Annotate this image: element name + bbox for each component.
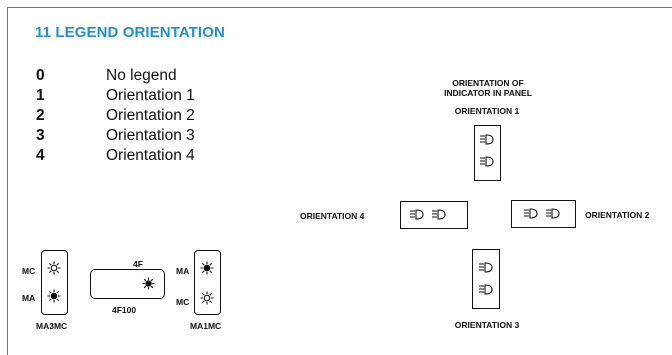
sun-icon <box>200 291 214 305</box>
legend-code: 2 <box>36 107 45 124</box>
headlight-icon <box>410 209 424 220</box>
sun-icon <box>200 261 214 275</box>
headlight-icon <box>480 156 494 167</box>
legend-code: 4 <box>36 147 45 164</box>
ma1mc-caption: MA1MC <box>190 321 222 331</box>
headlight-icon <box>479 284 493 295</box>
document-frame <box>7 7 672 355</box>
headlight-icon <box>524 208 538 219</box>
orientation-3-indicator <box>472 249 500 309</box>
legend-code: 1 <box>36 87 45 104</box>
headlight-icon <box>432 209 446 220</box>
f100-caption: 4F100 <box>112 305 137 315</box>
diagram-heading-line2: INDICATOR IN PANEL <box>444 88 532 98</box>
orientation-2-label: ORIENTATION 2 <box>585 210 650 220</box>
diagram-heading-line1: ORIENTATION OF <box>452 78 524 88</box>
headlight-icon <box>546 208 560 219</box>
headlight-icon <box>479 262 493 273</box>
orientation-2-indicator <box>511 200 576 228</box>
ma3mc-caption: MA3MC <box>36 321 68 331</box>
headlight-icon <box>480 134 494 145</box>
legend-code: 0 <box>36 67 45 84</box>
f100-top-label: 4F <box>133 259 143 269</box>
ma3mc-top-label: MC <box>22 266 36 276</box>
section-title: 11 LEGEND ORIENTATION <box>35 24 225 41</box>
orientation-4-indicator <box>400 201 468 229</box>
legend-label: No legend <box>106 67 177 84</box>
ma1mc-device <box>194 250 221 315</box>
legend-code: 3 <box>36 127 45 144</box>
legend-label: Orientation 2 <box>106 107 195 124</box>
sun-filled-icon <box>142 277 155 290</box>
ma3mc-bottom-label: MA <box>22 293 36 303</box>
orientation-1-indicator <box>474 125 501 181</box>
ma1mc-top-label: MA <box>176 266 190 276</box>
orientation-1-label: ORIENTATION 1 <box>454 106 520 116</box>
ma1mc-bottom-label: MC <box>176 297 190 307</box>
orientation-4-label: ORIENTATION 4 <box>300 211 365 221</box>
legend-label: Orientation 1 <box>106 87 195 104</box>
sun-icon <box>47 289 61 303</box>
sun-icon <box>47 261 61 275</box>
orientation-3-label: ORIENTATION 3 <box>454 320 520 330</box>
f100-device <box>90 269 165 299</box>
ma3mc-device <box>41 250 68 315</box>
legend-label: Orientation 4 <box>106 147 195 164</box>
legend-label: Orientation 3 <box>106 127 195 144</box>
